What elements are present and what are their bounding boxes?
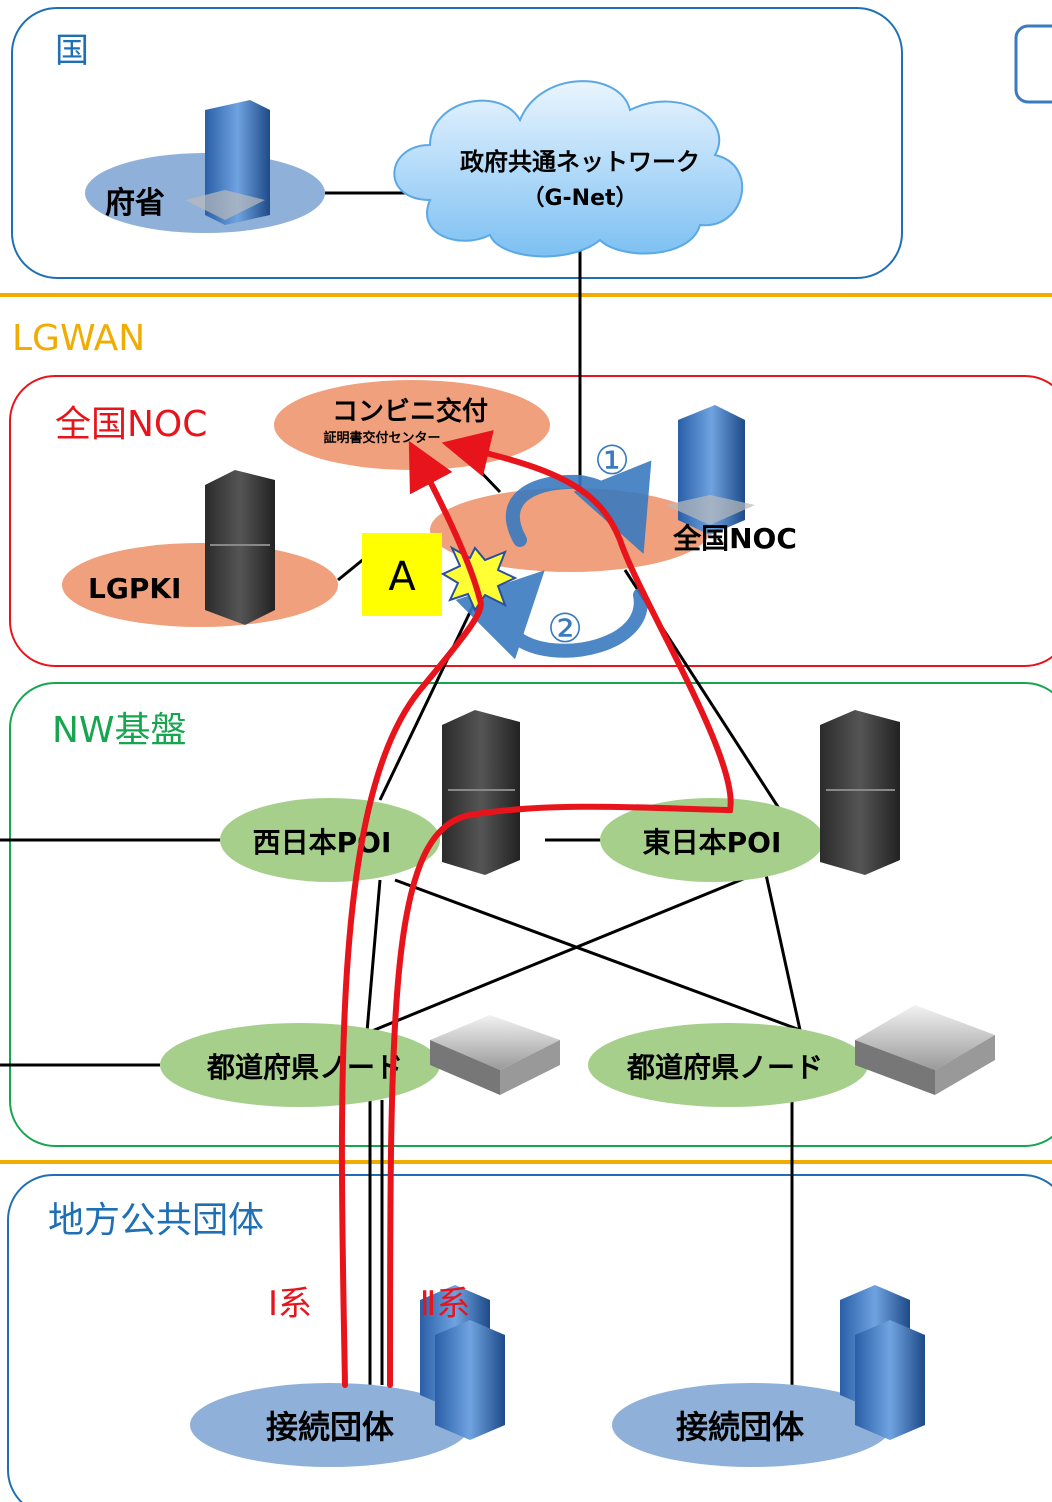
zone-lgwan-title: LGWAN [12, 318, 145, 359]
rotation-arrows [455, 460, 652, 660]
zone-kuni-title: 国 [55, 31, 89, 71]
route2-label: Ⅱ系 [420, 1284, 471, 1324]
step1-label: ① [594, 438, 630, 484]
step2-label: ② [547, 606, 583, 652]
zone-chiho-frame [7, 1174, 1052, 1502]
lgpki-label: LGPKI [88, 572, 181, 605]
member-left-ellipse [190, 1383, 470, 1467]
zone-nw-frame [9, 682, 1052, 1147]
east-poi-ellipse [600, 798, 824, 882]
west-poi-label: 西日本POI [253, 826, 392, 859]
top-right-box-fragment [1014, 24, 1052, 104]
pref-node-right-label: 都道府県ノード [626, 1051, 823, 1084]
zone-noc-title: 全国NOC [55, 404, 207, 445]
server-rack-icon [442, 710, 520, 875]
zone-kuni-frame [11, 7, 903, 279]
member-left-label: 接続団体 [266, 1408, 394, 1446]
gnet-label-line2: （G-Net） [522, 186, 637, 211]
route-1-line [338, 440, 484, 1388]
route1-label: Ⅰ系 [268, 1284, 312, 1324]
building-icon [185, 100, 270, 225]
red-routes [338, 430, 734, 1388]
member-right-ellipse [612, 1383, 892, 1467]
conbini-label-line1: コンビニ交付 [332, 396, 488, 427]
fault-marker-box [362, 533, 442, 616]
zone-chiho-title: 地方公共団体 [48, 1200, 264, 1241]
server-rack-icon [820, 710, 900, 875]
noc-center-label: 全国NOC [672, 522, 797, 555]
west-poi-ellipse [220, 798, 440, 882]
fault-burst-icon [440, 545, 518, 613]
pref-node-left-label: 都道府県ノード [206, 1051, 403, 1084]
pref-node-left-ellipse [160, 1023, 440, 1107]
network-device-icon [430, 1015, 560, 1095]
server-rack-icon [205, 470, 275, 625]
conbini-label-line2: 証明書交付センター [323, 430, 440, 446]
fault-marker-label: A [388, 554, 416, 600]
route-2-line [387, 430, 734, 1388]
pref-node-right-ellipse [588, 1023, 868, 1107]
east-poi-label: 東日本POI [643, 826, 782, 859]
network-device-icon [855, 1005, 995, 1095]
buildings-icon [840, 1285, 925, 1440]
zone-noc-frame [9, 375, 1052, 667]
gnet-cloud-icon [393, 80, 744, 258]
member-right-label: 接続団体 [676, 1408, 804, 1446]
fusho-label: 府省 [105, 186, 165, 221]
zone-nw-title: NW基盤 [52, 710, 187, 751]
building-icon [665, 405, 755, 535]
buildings-icon [420, 1285, 505, 1440]
gnet-label-line1: 政府共通ネットワーク [460, 148, 700, 176]
